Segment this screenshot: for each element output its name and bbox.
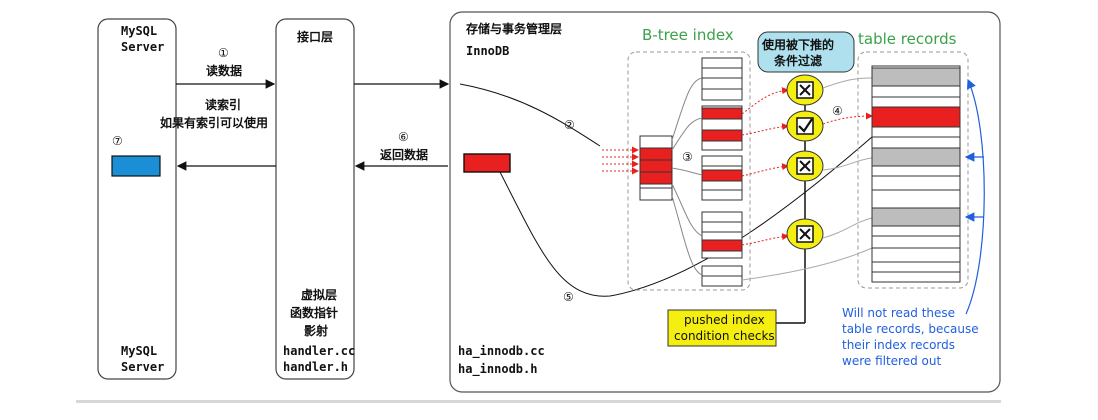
step1-label: 读数据 <box>206 64 243 78</box>
records-region <box>857 51 969 289</box>
step1-marker: ① <box>218 46 229 60</box>
mysql-server-bottom-line1: MySQL <box>121 344 158 358</box>
ha-innodb-h-label: ha_innodb.h <box>458 362 538 376</box>
mysql-server-top-line2: Server <box>121 40 165 54</box>
filter-accept <box>786 110 824 142</box>
root-to-leaf-links <box>671 77 703 276</box>
note-line3: their index records <box>842 338 956 352</box>
accept-to-record-arrow <box>822 112 873 125</box>
pushed-box-line1: pushed index <box>684 313 765 327</box>
step2-curve <box>459 83 601 147</box>
filter-to-record-links <box>741 77 873 281</box>
read-index-note: 如果有索引可以使用 <box>160 116 269 130</box>
filter-reject-2 <box>786 150 824 182</box>
table-records-title: table records <box>858 30 957 48</box>
ha-innodb-cc-label: ha_innodb.cc <box>458 344 545 358</box>
result-row-box <box>111 155 161 177</box>
filter-reject-3 <box>786 218 824 250</box>
step5-curve <box>499 129 881 297</box>
step6-label: 返回数据 <box>380 148 429 162</box>
filter-reject-1 <box>786 74 824 106</box>
innodb-label: InnoDB <box>466 44 510 58</box>
btree-leaf-2 <box>701 105 743 151</box>
skipped-records-arrows <box>964 78 985 315</box>
virtual-layer-line2: 函数指针 <box>290 306 339 320</box>
storage-layer-title: 存储与事务管理层 <box>466 22 563 36</box>
read-index-label: 读索引 <box>205 98 242 112</box>
btree-leaf-3 <box>701 155 743 201</box>
pushed-index-box <box>667 309 777 347</box>
bottom-rule <box>76 400 1001 403</box>
storage-layer-panel <box>449 11 1001 393</box>
mysql-server-top-line1: MySQL <box>121 24 158 38</box>
root-incoming-arrows <box>602 146 639 175</box>
btree-leaf-4 <box>701 211 743 259</box>
condition-bubble <box>757 31 855 73</box>
handler-h-label: handler.h <box>283 360 349 374</box>
btree-title: B-tree index <box>642 26 734 44</box>
returned-row-box <box>463 153 511 173</box>
table-records-column <box>871 65 961 283</box>
mysql-server-column <box>97 18 177 380</box>
pushed-box-line2: condition checks <box>674 329 775 343</box>
virtual-layer-line3: 影射 <box>304 324 329 338</box>
condition-bubble-line1: 使用被下推的 <box>762 38 835 52</box>
btree-root-node <box>639 135 673 201</box>
interface-layer-title: 接口层 <box>297 30 334 44</box>
note-line4: were filtered out <box>842 354 942 368</box>
note-line1: Will not read these <box>842 306 956 320</box>
note-line2: table records, because <box>842 322 979 336</box>
virtual-layer-line1: 虚拟层 <box>301 288 338 302</box>
leaf-to-filter-arrows <box>741 87 789 246</box>
btree-leaf-1 <box>701 57 743 101</box>
btree-leaf-5 <box>701 265 743 287</box>
step7-marker: ⑦ <box>112 134 123 148</box>
condition-bubble-line2: 条件过滤 <box>774 54 823 68</box>
step6-marker: ⑥ <box>398 130 409 144</box>
interface-layer-column <box>275 18 355 380</box>
step4-marker: ④ <box>832 104 843 118</box>
step5-marker: ⑤ <box>563 290 574 304</box>
step3-marker: ③ <box>682 150 693 164</box>
mysql-server-bottom-line2: Server <box>121 360 165 374</box>
step2-marker: ② <box>564 118 575 132</box>
handler-cc-label: handler.cc <box>283 344 356 358</box>
